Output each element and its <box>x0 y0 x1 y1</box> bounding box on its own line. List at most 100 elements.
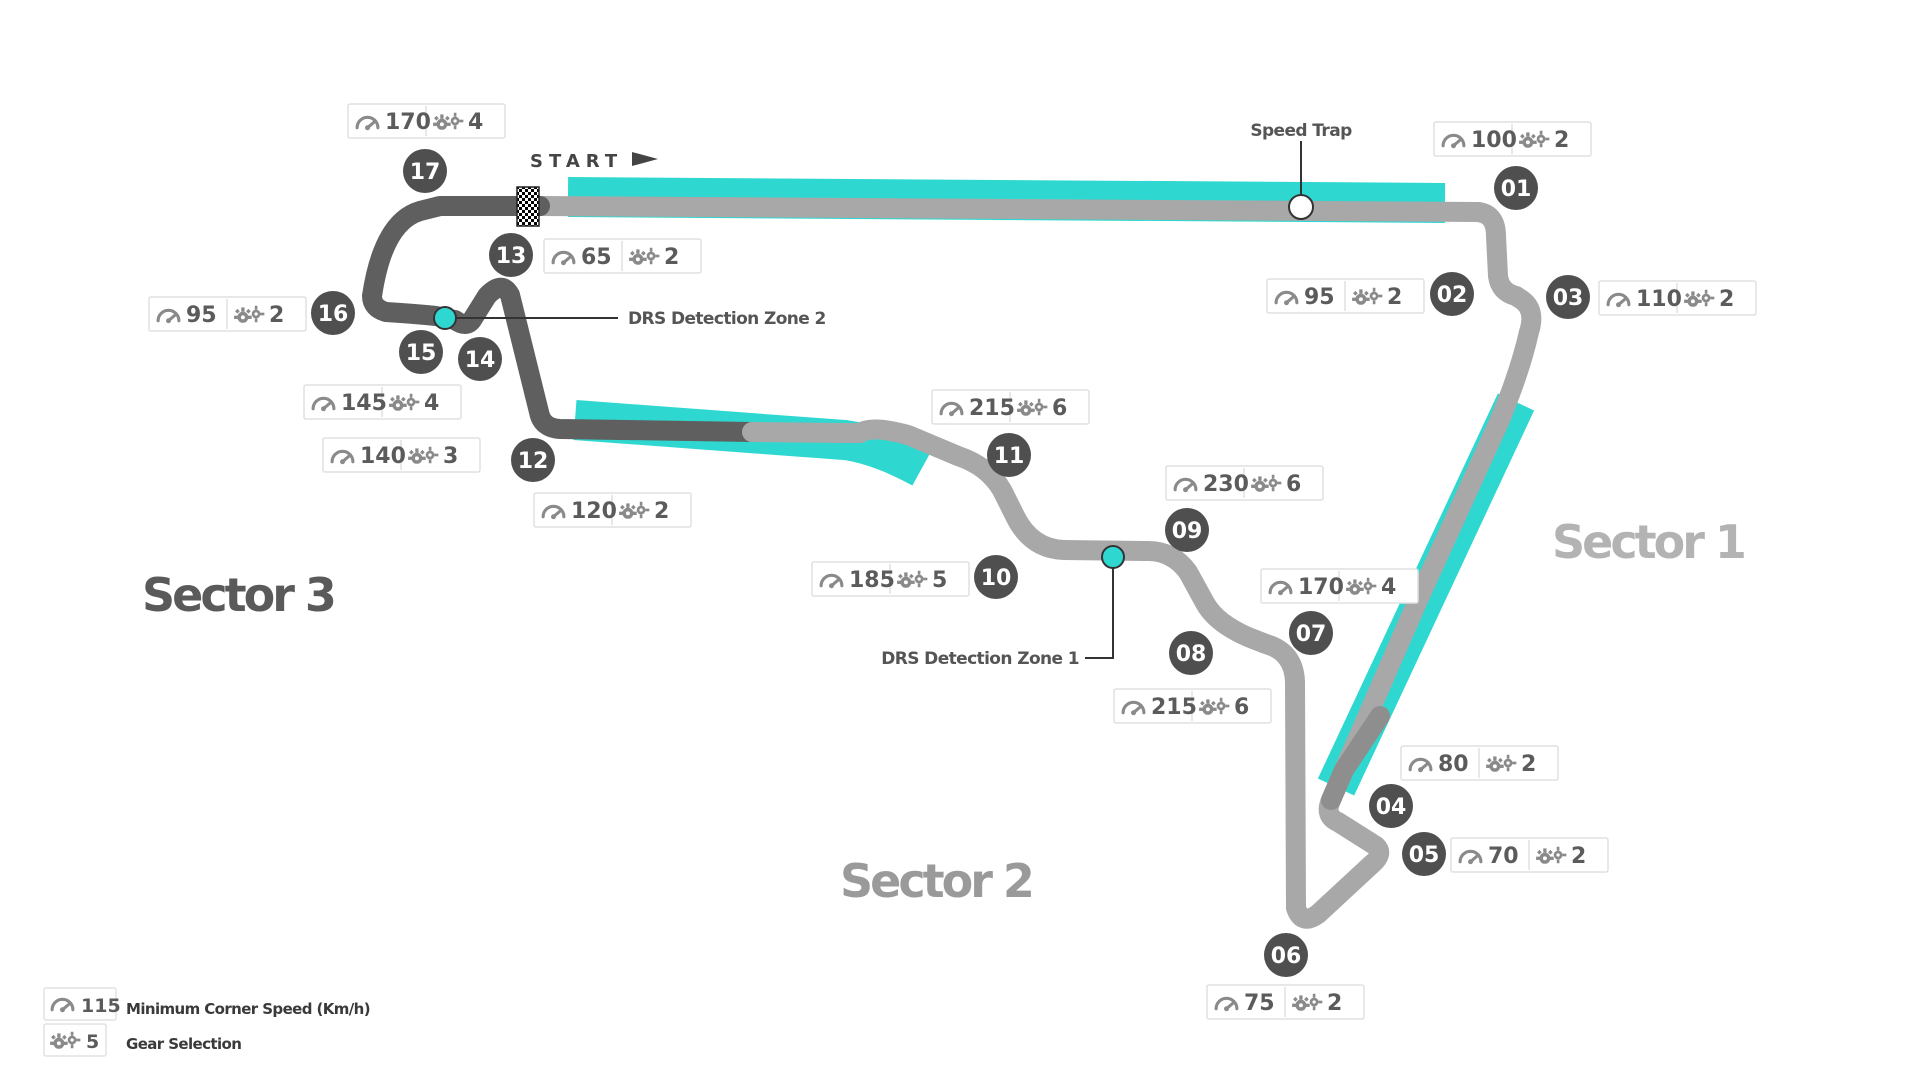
legend-gear-value: 5 <box>86 1031 99 1053</box>
min-corner-speed: 215 <box>969 396 1015 421</box>
gear-selection: 6 <box>1052 396 1067 421</box>
turn-number: 02 <box>1437 283 1468 308</box>
turn-number: 04 <box>1376 795 1407 820</box>
turn-marker <box>1494 166 1538 210</box>
turn-number: 09 <box>1172 519 1203 544</box>
turn-info-box: 215 6 <box>1113 688 1272 724</box>
gear-selection: 2 <box>664 245 679 270</box>
min-corner-speed: 215 <box>1151 695 1197 720</box>
min-corner-speed: 95 <box>186 303 217 328</box>
turn-info-box: 65 2 <box>543 238 702 274</box>
speed-trap-marker <box>1288 141 1314 220</box>
start-label: START <box>530 151 623 172</box>
min-corner-speed: 145 <box>341 391 387 416</box>
legend: 115 Minimum Corner Speed (Km/h) 5 Gear S… <box>43 987 371 1057</box>
turn-number: 16 <box>318 302 349 327</box>
turn-13[interactable]: 65 2 13 <box>489 233 702 277</box>
turn-marker <box>1264 933 1308 977</box>
min-corner-speed: 65 <box>581 245 612 270</box>
turn-02[interactable]: 95 2 02 <box>1266 272 1474 316</box>
legend-gear-row: 5 Gear Selection <box>43 1023 242 1057</box>
gear-selection: 2 <box>1571 844 1586 869</box>
turn-marker <box>489 233 533 277</box>
turn-info-box: 120 2 <box>533 492 692 528</box>
track-main-straight <box>530 196 1542 929</box>
min-corner-speed: 70 <box>1488 844 1519 869</box>
gear-selection: 4 <box>1381 575 1396 600</box>
gear-selection: 4 <box>468 110 483 135</box>
turn-number: 17 <box>410 160 441 185</box>
gear-selection: 6 <box>1286 472 1301 497</box>
turn-number: 06 <box>1271 944 1302 969</box>
turn-number: 14 <box>465 348 496 373</box>
min-corner-speed: 100 <box>1471 128 1517 153</box>
gear-selection: 2 <box>1387 285 1402 310</box>
turn-marker <box>1289 611 1333 655</box>
turn-06[interactable]: 75 2 06 <box>1206 933 1365 1020</box>
start-flag-icon <box>632 152 658 166</box>
legend-speed-label: Minimum Corner Speed (Km/h) <box>126 1000 370 1018</box>
turn-number: 15 <box>406 341 437 366</box>
turn-08[interactable]: 215 6 08 <box>1113 631 1272 724</box>
turn-marker <box>1546 275 1590 319</box>
turn-marker <box>1430 272 1474 316</box>
turn-number: 11 <box>994 444 1025 469</box>
turn-marker <box>1369 784 1413 828</box>
min-corner-speed: 170 <box>1298 575 1344 600</box>
turn-info-box: 75 2 <box>1206 984 1365 1020</box>
legend-speed-value: 115 <box>81 995 121 1017</box>
sector-3-label: Sector 3 <box>142 568 334 622</box>
min-corner-speed: 95 <box>1304 285 1335 310</box>
turn-number: 08 <box>1176 642 1207 667</box>
turn-number: 10 <box>981 566 1012 591</box>
turn-marker <box>1169 631 1213 675</box>
turn-info-box: 215 6 <box>931 389 1090 425</box>
gear-selection: 2 <box>1327 991 1342 1016</box>
turn-11[interactable]: 215 6 11 <box>931 389 1090 477</box>
legend-gear-label: Gear Selection <box>126 1035 241 1053</box>
min-corner-speed: 170 <box>385 110 431 135</box>
turn-marker <box>311 291 355 335</box>
start-finish-line <box>516 186 540 227</box>
sector-1-label: Sector 1 <box>1552 515 1744 569</box>
turn-marker <box>511 438 555 482</box>
turn-marker <box>458 337 502 381</box>
track-sector-1-dark <box>1321 706 1390 810</box>
turn-marker <box>974 555 1018 599</box>
turn-07[interactable]: 170 4 07 <box>1260 568 1419 655</box>
turn-info-box: 70 2 <box>1450 837 1609 873</box>
gear-selection: 2 <box>654 499 669 524</box>
min-corner-speed: 120 <box>571 499 617 524</box>
turn-marker <box>399 330 443 374</box>
gear-selection: 6 <box>1234 695 1249 720</box>
turn-marker <box>403 149 447 193</box>
turn-number: 07 <box>1296 622 1327 647</box>
turn-number: 13 <box>496 244 527 269</box>
gear-selection: 2 <box>1719 287 1734 312</box>
sector-2-label: Sector 2 <box>840 854 1032 908</box>
gear-selection: 2 <box>1521 752 1536 777</box>
min-corner-speed: 75 <box>1244 991 1275 1016</box>
min-corner-speed: 185 <box>849 568 895 593</box>
turn-number: 01 <box>1501 177 1532 202</box>
drs-detection-zone-2-marker <box>433 306 618 330</box>
